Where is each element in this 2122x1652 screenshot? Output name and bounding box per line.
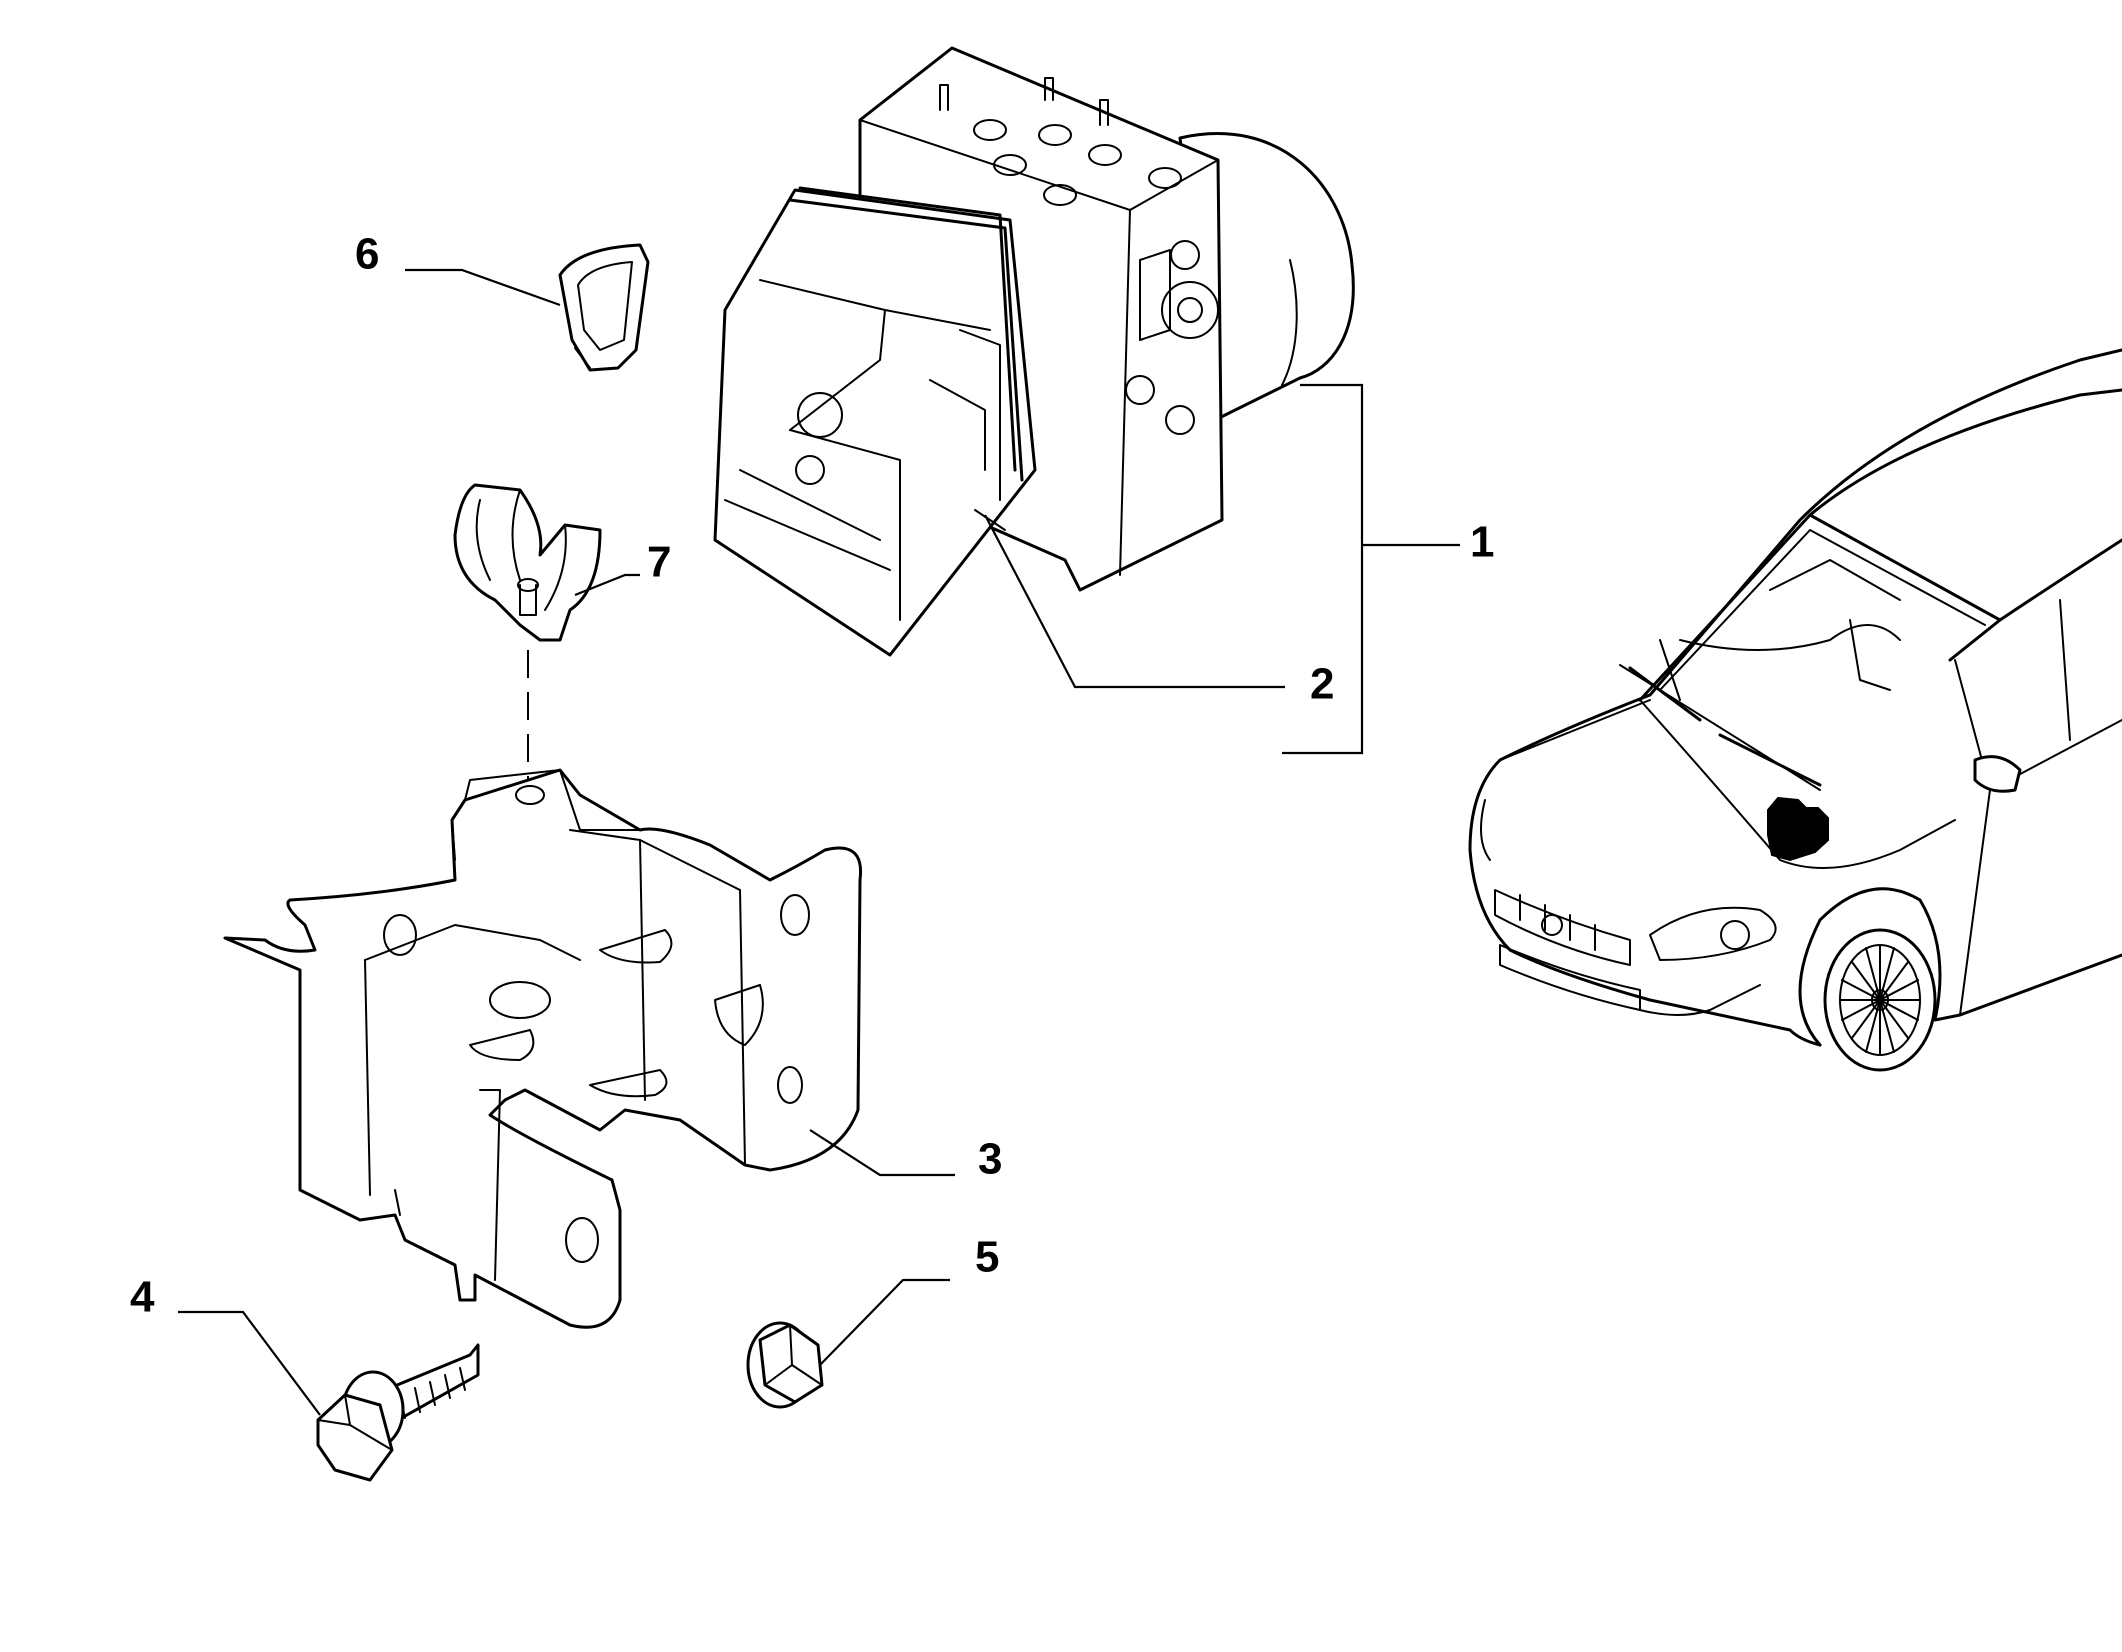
callout-1: 1 [1470,518,1494,567]
support-clip-part[interactable] [453,483,602,642]
callout-3-leader [809,1129,955,1177]
callout-4-leader [178,1310,321,1416]
bolt-part[interactable] [316,1343,480,1482]
callout-2: 2 [1310,660,1334,709]
callout-6-leader [405,268,561,307]
callout-1-bracket [1282,383,1364,755]
vehicle-location-illustration [1468,348,2122,1072]
callout-7-leader [574,573,640,597]
callout-5-leader [819,1278,950,1366]
callout-6: 6 [355,230,379,279]
callout-5: 5 [975,1233,999,1282]
rubber-cap-part[interactable] [558,243,650,372]
callout-2-leader [984,514,1285,689]
abs-location-marker [1767,796,1829,862]
abs-modulator-unit[interactable] [713,46,1355,657]
mounting-bracket-part[interactable] [223,768,863,1329]
callout-3: 3 [978,1135,1002,1184]
flange-nut-part[interactable] [746,1321,824,1409]
callout-7: 7 [647,538,671,587]
callout-4: 4 [130,1273,155,1322]
